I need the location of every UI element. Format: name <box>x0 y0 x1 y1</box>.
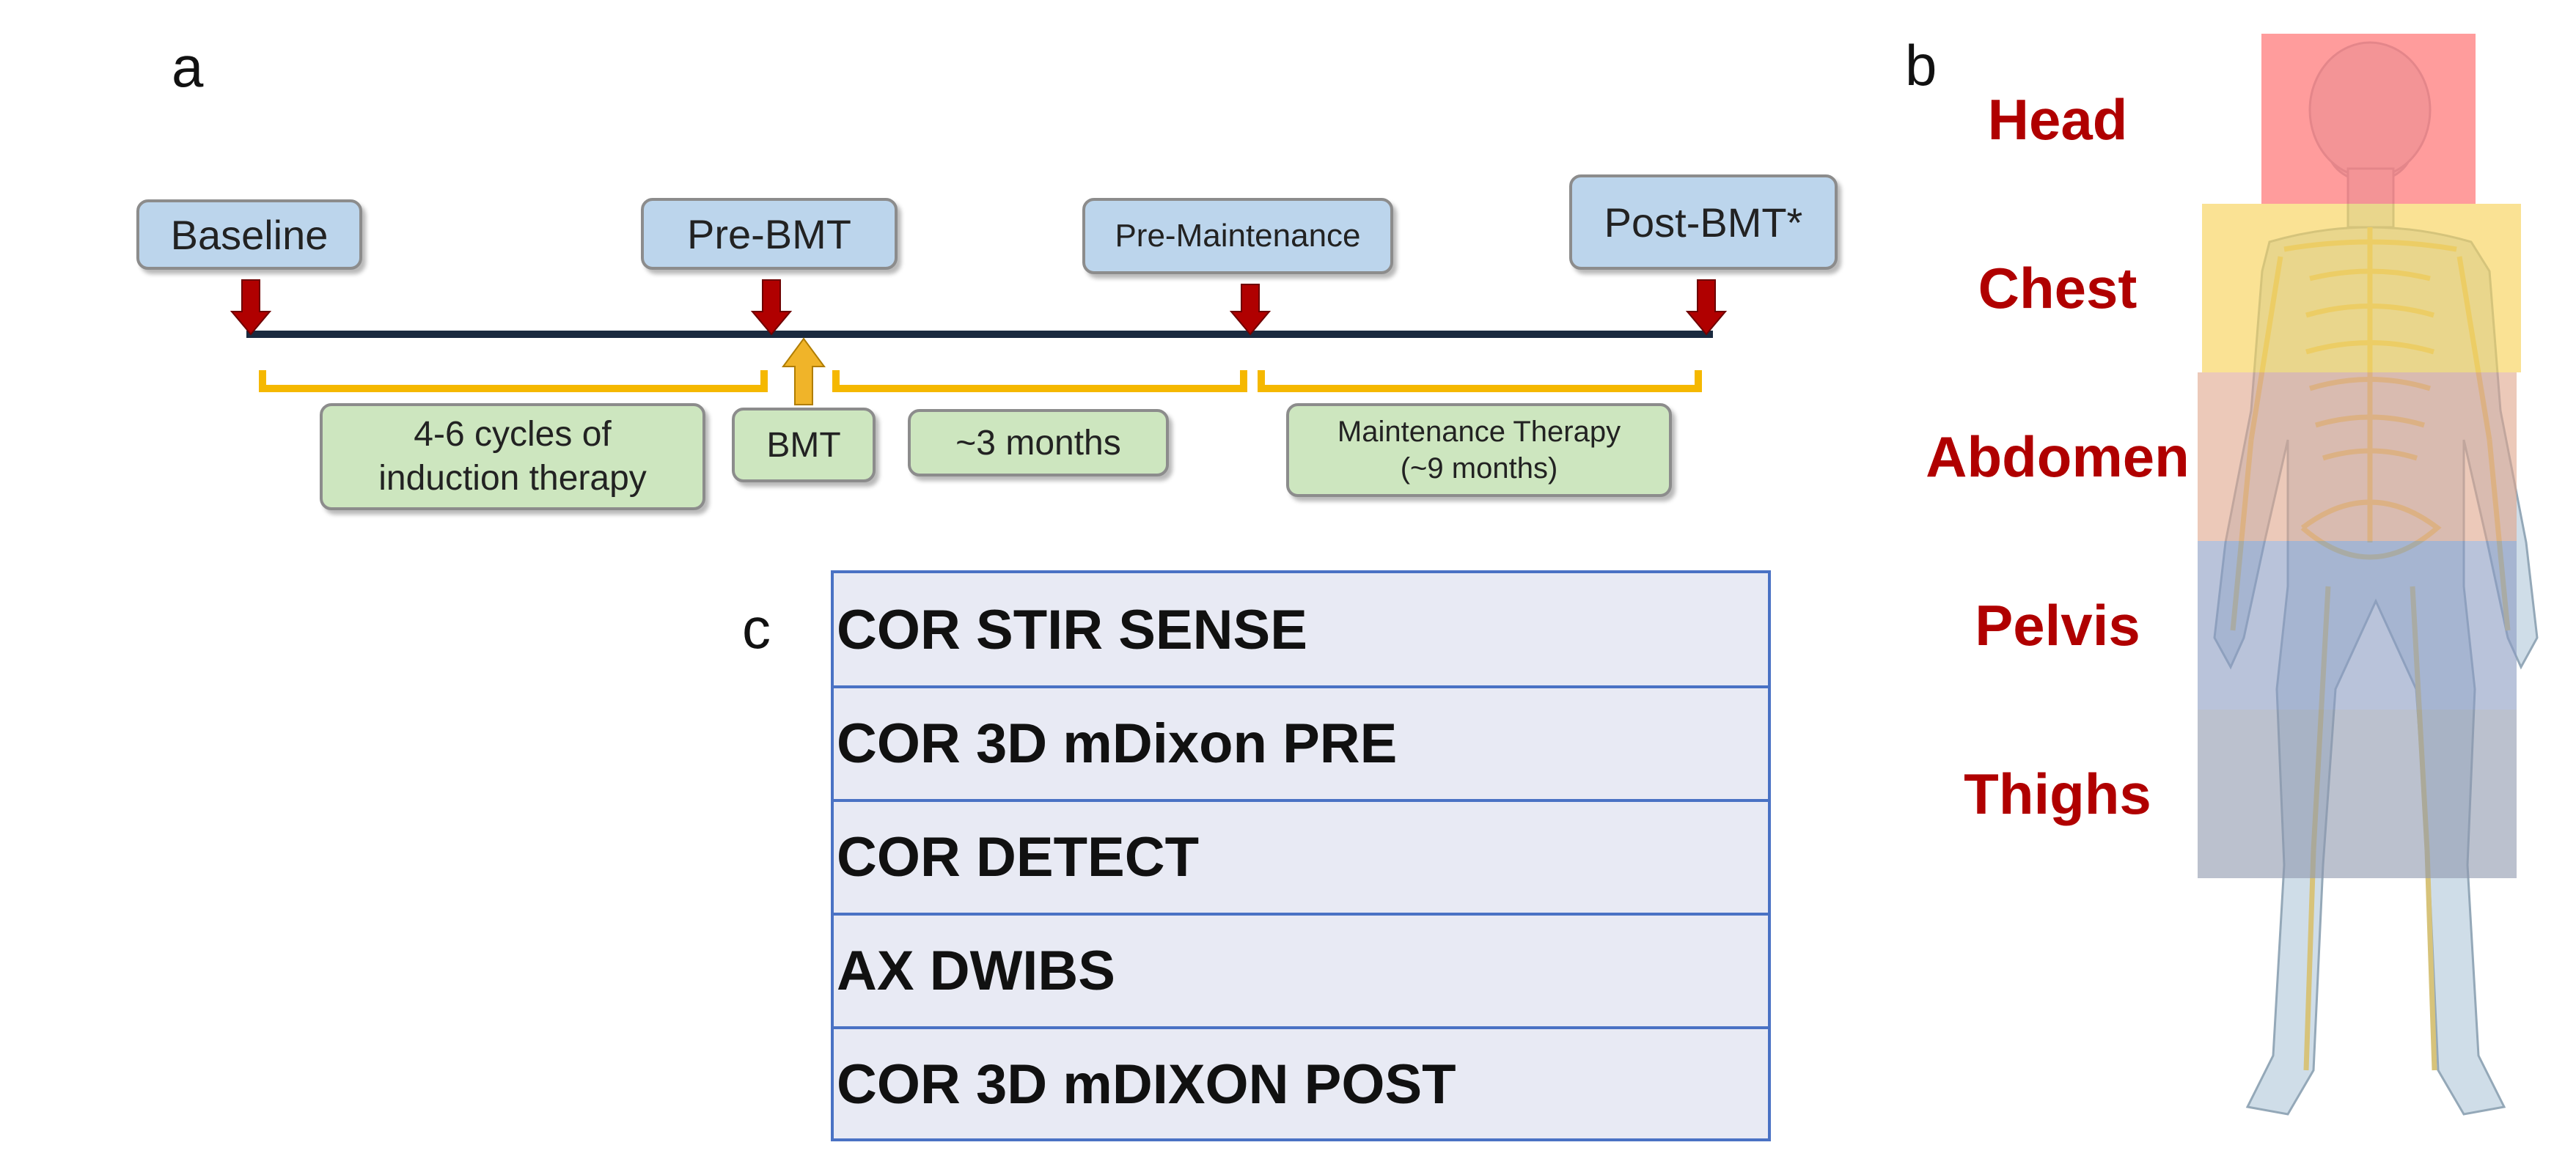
overlay-head <box>2261 34 2476 204</box>
phase-maintenance: Maintenance Therapy (~9 months) <box>1286 403 1672 497</box>
panel-label-c: c <box>742 596 771 660</box>
row-divider <box>834 799 1768 802</box>
panel-label-b: b <box>1905 33 1937 97</box>
row-divider <box>834 913 1768 916</box>
phase-induction-line1: 4-6 cycles of <box>414 415 612 454</box>
overlay-pelvis <box>2198 541 2517 710</box>
arrow-baseline-icon <box>230 279 272 336</box>
timepoint-baseline: Baseline <box>136 199 362 270</box>
timeline-axis <box>246 331 1713 338</box>
protocol-table: COR STIR SENSE COR 3D mDixon PRE COR DET… <box>831 570 1771 1141</box>
phase-interval: ~3 months <box>908 409 1169 476</box>
bracket-maintenance <box>1258 370 1702 392</box>
protocol-row-1: COR STIR SENSE <box>837 599 1307 661</box>
overlay-abdomen <box>2198 372 2517 541</box>
body-figure <box>2198 34 2539 1116</box>
region-label-abdomen: Abdomen <box>1926 424 2190 489</box>
region-label-pelvis: Pelvis <box>1975 593 2140 658</box>
protocol-row-2: COR 3D mDixon PRE <box>837 713 1398 775</box>
overlay-chest <box>2202 204 2521 372</box>
row-divider <box>834 1026 1768 1029</box>
phase-maintenance-line2: (~9 months) <box>1400 452 1558 485</box>
row-divider <box>834 685 1768 688</box>
protocol-row-4: AX DWIBS <box>837 940 1115 1002</box>
arrow-post-bmt-icon <box>1685 279 1728 336</box>
arrow-pre-bmt-icon <box>750 279 793 336</box>
protocol-row-5: COR 3D mDIXON POST <box>837 1053 1456 1116</box>
overlay-thighs <box>2198 710 2517 878</box>
panel-label-a: a <box>172 34 204 99</box>
region-label-chest: Chest <box>1978 256 2138 320</box>
bracket-interval <box>832 370 1247 392</box>
phase-induction-line2: induction therapy <box>378 459 647 498</box>
timepoint-pre-bmt: Pre-BMT <box>641 198 898 270</box>
bracket-induction <box>259 370 768 392</box>
arrow-pre-maintenance-icon <box>1229 284 1272 336</box>
phase-induction: 4-6 cycles of induction therapy <box>320 403 705 510</box>
timepoint-post-bmt: Post-BMT* <box>1569 174 1838 270</box>
region-label-thighs: Thighs <box>1964 762 2151 826</box>
timepoint-pre-maintenance: Pre-Maintenance <box>1082 198 1393 274</box>
protocol-row-3: COR DETECT <box>837 826 1199 888</box>
region-label-head: Head <box>1987 87 2128 152</box>
phase-bmt: BMT <box>732 408 876 482</box>
phase-maintenance-line1: Maintenance Therapy <box>1337 416 1621 448</box>
bmt-up-arrow-icon <box>782 337 826 405</box>
